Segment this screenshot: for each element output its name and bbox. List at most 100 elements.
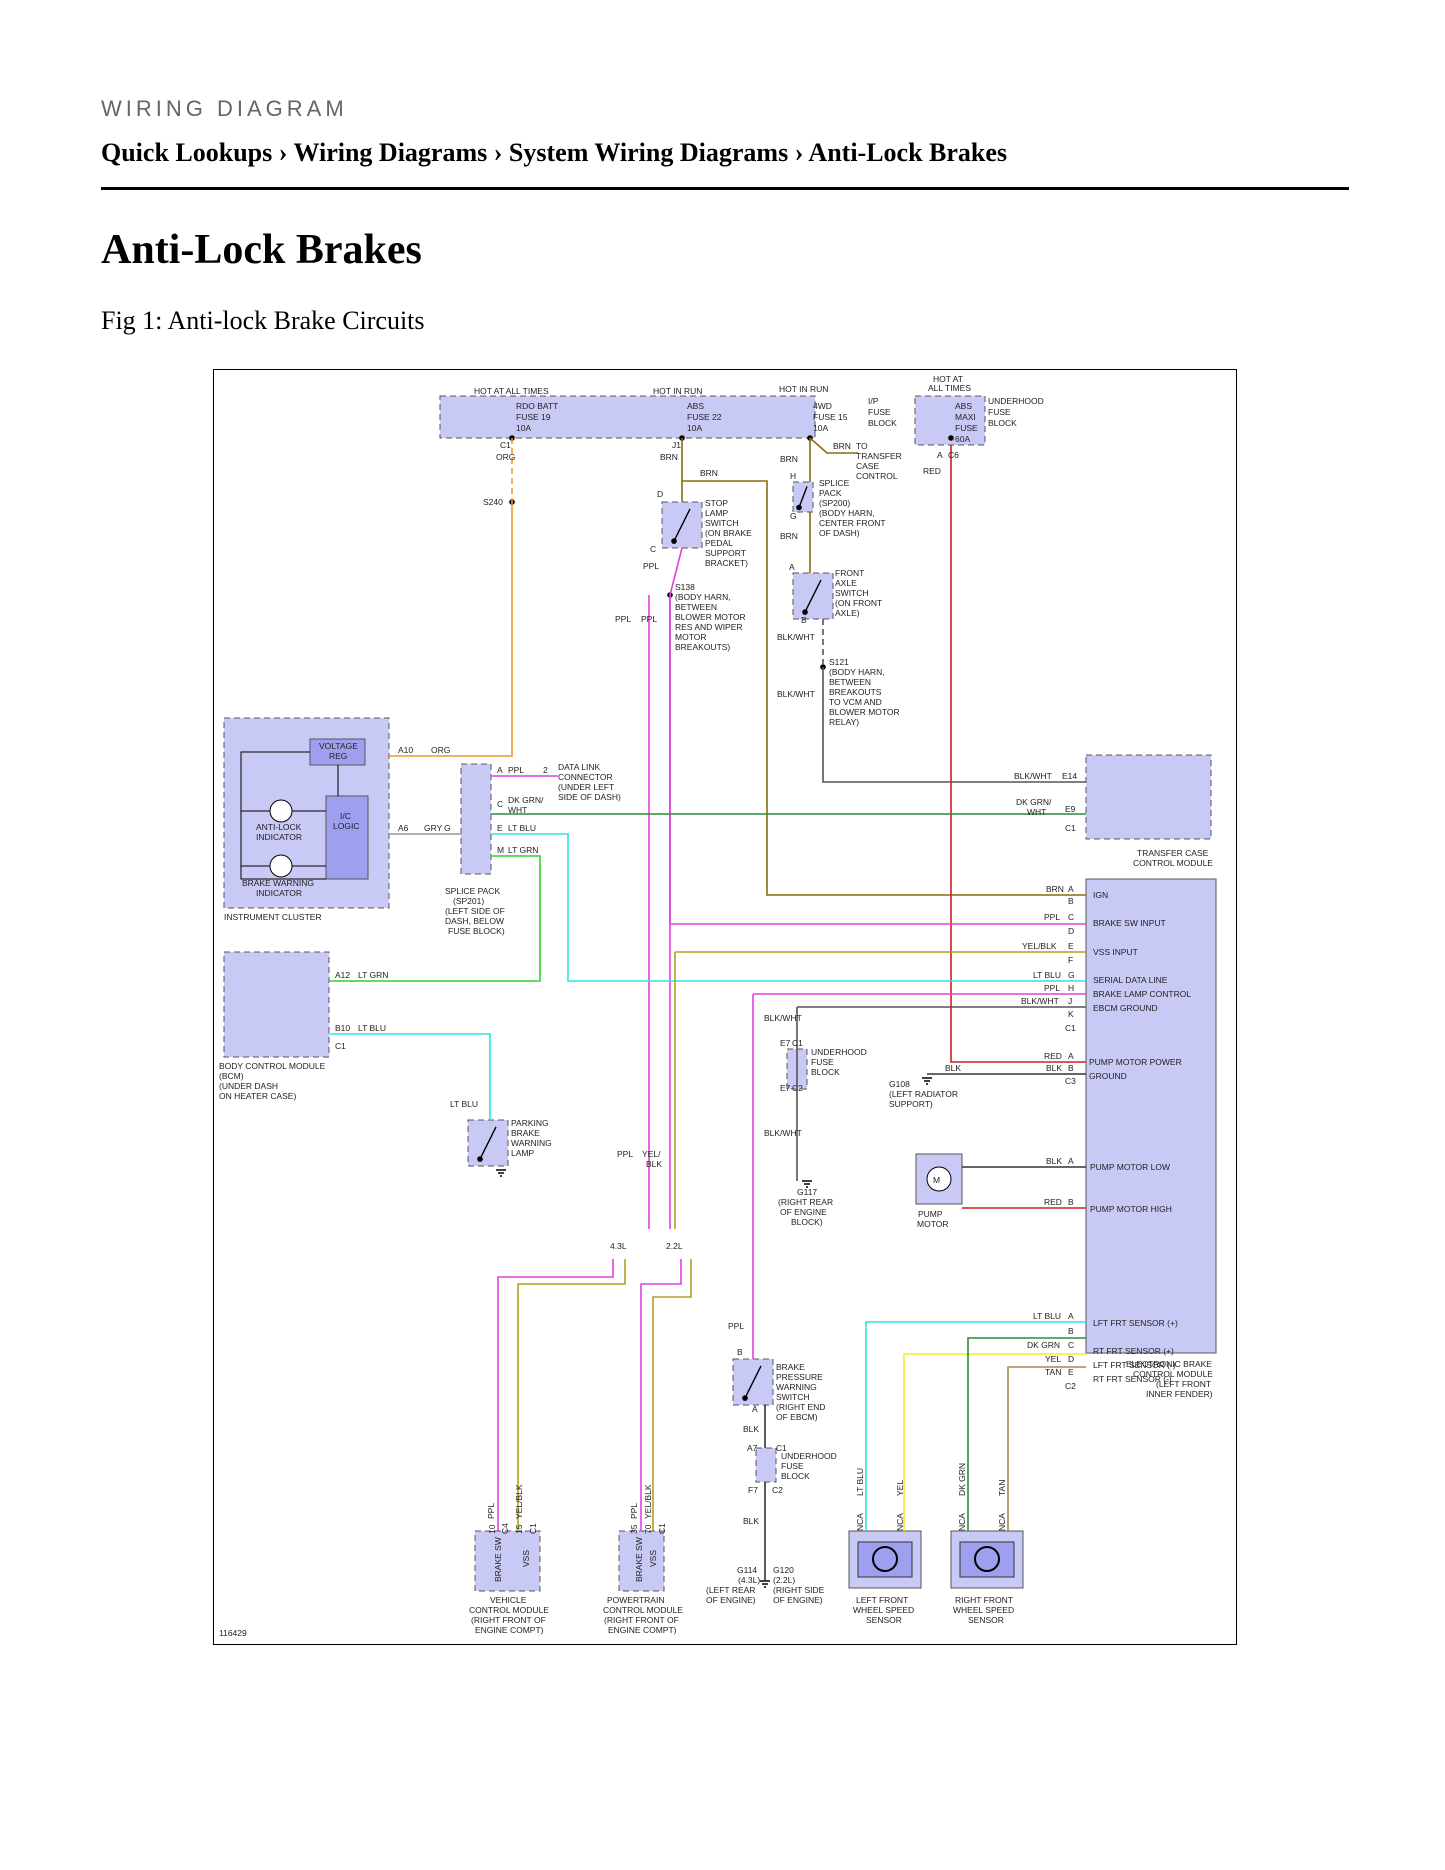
label-s138-4: BLOWER MOTOR (675, 612, 746, 622)
label-pb2: BRAKE (511, 1128, 540, 1138)
label-abs: ABS (687, 401, 704, 411)
label-pin-wd: D (1068, 1354, 1074, 1364)
label-c1-uf2: C1 (776, 1443, 787, 1453)
breadcrumb-separator: › (788, 138, 809, 167)
label-rt-pos: RT FRT SENSOR (+) (1093, 1346, 1174, 1356)
label-ign: IGN (1093, 890, 1108, 900)
brake-warning-led (269, 854, 293, 878)
label-b-fa: B (801, 615, 807, 625)
breadcrumb-item[interactable]: System Wiring Diagrams (508, 138, 789, 167)
label-fa5: AXLE) (835, 608, 860, 618)
wire-dkgrn-rws (967, 1337, 1086, 1531)
label-case: CASE (856, 461, 879, 471)
label-pump-motor-low: PUMP MOTOR LOW (1090, 1162, 1170, 1172)
label-rws-dkgrn: DK GRN (957, 1463, 967, 1496)
label-dkgrn-e9: DK GRN/ (1016, 797, 1052, 807)
label-rws-nca1: NCA (957, 1513, 967, 1531)
label-s121-7: RELAY) (829, 717, 859, 727)
label-c-stop: C (650, 544, 656, 554)
label-ip: I/P (868, 396, 879, 406)
label-vcm-ppl: PPL (486, 1503, 496, 1519)
label-abs2: ABS (955, 401, 972, 411)
label-stop6: SUPPORT (705, 548, 746, 558)
label-red-a: RED (1044, 1051, 1062, 1061)
label-bcm2: (BCM) (219, 1071, 244, 1081)
label-pin-g1: G (1068, 970, 1075, 980)
wire-ltblu-e (491, 833, 1086, 982)
label-rdo-batt: RDO BATT (516, 401, 558, 411)
label-f7: F7 (748, 1485, 758, 1495)
label-lft-neg: LFT FRT SENSOR (-) (1093, 1360, 1176, 1370)
breadcrumb-item: Anti-Lock Brakes (808, 138, 1008, 167)
front-axle-switch-contact (804, 579, 822, 613)
label-fuse-22: FUSE 22 (687, 412, 722, 422)
label-fa3: SWITCH (835, 588, 869, 598)
label-vcm-yelblk: YEL/BLK (514, 1484, 524, 1519)
label-ppl1: PPL (643, 561, 659, 571)
breadcrumb-item[interactable]: Quick Lookups (101, 138, 273, 167)
label-hot-at: HOT AT (933, 374, 963, 384)
label-ebcm2: CONTROL MODULE (1133, 1369, 1213, 1379)
label-g108-1: G108 (889, 1079, 910, 1089)
label-gry: GRY (424, 823, 443, 833)
label-blkwht-e14: BLK/WHT (1014, 771, 1052, 781)
label-uf1: UNDERHOOD (811, 1047, 867, 1057)
splice-pack-sp200-contact (798, 486, 808, 508)
label-vcm-c1: C1 (528, 1523, 538, 1534)
label-ground: GROUND (1089, 1071, 1127, 1081)
label-a-bp: A (752, 1404, 758, 1414)
label-sp201-1: SPLICE PACK (445, 886, 500, 896)
label-bw1: BRAKE WARNING (242, 878, 314, 888)
label-dlc3: (UNDER LEFT (558, 782, 614, 792)
label-a12: A12 (335, 970, 350, 980)
label-ltgrn-bcm: LT GRN (358, 970, 388, 980)
ic-logic (325, 795, 369, 880)
splice-pack-sp200-pivot (796, 504, 802, 511)
label-fuse3: FUSE (988, 407, 1011, 417)
label-fa2: AXLE (835, 578, 857, 588)
label-bcm3: (UNDER DASH (219, 1081, 278, 1091)
label-s138-5: RES AND WIPER (675, 622, 743, 632)
wire-blkwht-e14 (822, 667, 1086, 783)
label-e7a: E7 (780, 1038, 791, 1048)
label-fuse: FUSE (868, 407, 891, 417)
label-fuse-15: FUSE 15 (813, 412, 848, 422)
label-pin-wa: A (1068, 1311, 1074, 1321)
label-g120-3: (RIGHT SIDE (773, 1585, 825, 1595)
label-ltblu-a: LT BLU (508, 823, 536, 833)
label-rws1: RIGHT FRONT (955, 1595, 1013, 1605)
label-pcm-70: 70 (643, 1524, 653, 1534)
antilock-indicator-led (269, 799, 293, 823)
label-sp4: (BODY HARN, (819, 508, 875, 518)
label-hot-in-run-2: HOT IN RUN (779, 384, 828, 394)
label-pin-a1: A (1068, 884, 1074, 894)
ip-fuse-block (439, 395, 816, 439)
left-sensor-gear (872, 1546, 898, 1572)
label-bw2: INDICATOR (256, 888, 302, 898)
label-lws-yel: YEL (895, 1480, 905, 1496)
label-brake-lamp-ctrl: BRAKE LAMP CONTROL (1093, 989, 1191, 999)
transfer-case-module (1085, 754, 1212, 840)
label-brn-a: BRN (1046, 884, 1064, 894)
label-brn3: BRN (833, 441, 851, 451)
wire-brn-ign (682, 480, 1086, 896)
wire-ppl-pcm (640, 1259, 682, 1531)
figure-caption: Fig 1: Anti-lock Brake Circuits (101, 306, 425, 335)
breadcrumb-item[interactable]: Wiring Diagrams (293, 138, 488, 167)
label-pin-we: E (1068, 1367, 1074, 1377)
label-j1: J1 (672, 440, 681, 450)
label-pcm3: (RIGHT FRONT OF (604, 1615, 679, 1625)
label-sp2: PACK (819, 488, 842, 498)
label-b-bp: B (737, 1347, 743, 1357)
label-a-pin: A (497, 765, 503, 775)
label-blkwht-j: BLK/WHT (1021, 996, 1059, 1006)
label-fa1: FRONT (835, 568, 864, 578)
label-s121-6: BLOWER MOTOR (829, 707, 900, 717)
label-ltblu-g: LT BLU (1033, 970, 1061, 980)
label-a-fa: A (789, 562, 795, 572)
label-pin-b-c3: B (1068, 1063, 1074, 1073)
label-dlc2: CONNECTOR (558, 772, 613, 782)
label-stop3: SWITCH (705, 518, 739, 528)
label-g117-2: (RIGHT REAR (778, 1197, 833, 1207)
